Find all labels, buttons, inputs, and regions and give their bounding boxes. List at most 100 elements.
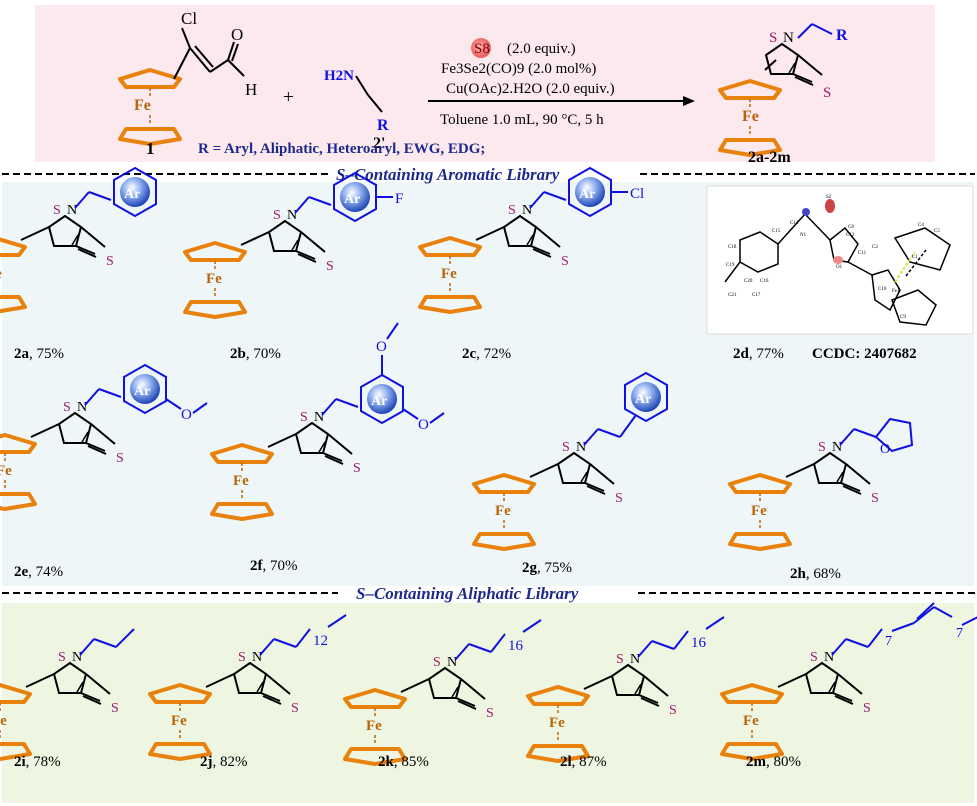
- compound-label: 2d, 77%: [733, 346, 784, 362]
- compound-yield: , 87%: [572, 754, 607, 770]
- ring-sulfur: S: [53, 203, 61, 218]
- compound-yield: , 72%: [476, 346, 511, 362]
- compound-yield: , 70%: [263, 558, 298, 574]
- compound-id: 2e: [14, 564, 29, 580]
- compound-id: 2h: [790, 566, 807, 582]
- compound-id: 2k: [378, 754, 395, 770]
- chain-length: 7: [956, 626, 963, 641]
- ring-sulfur: S: [818, 440, 826, 455]
- iron-atom: Fe: [206, 271, 222, 287]
- r-group-label: R: [377, 117, 389, 134]
- ring-nitrogen: N: [522, 203, 532, 218]
- aryl-label: Ar: [371, 394, 387, 409]
- crystal-atom-label: S2: [826, 195, 832, 200]
- chloro-substituent: Cl: [630, 186, 644, 202]
- crystal-atom-label: Fe1: [892, 289, 900, 294]
- compound-yield: , 78%: [26, 754, 61, 770]
- thione-sulfur: S: [561, 254, 569, 269]
- compound-yield: , 82%: [213, 754, 248, 770]
- iron-atom: Fe: [171, 713, 187, 729]
- thione-sulfur: S: [326, 259, 334, 274]
- compound-2d: 2d, 77% CCDC: 2407682: [733, 346, 917, 362]
- chain-length: 16: [691, 635, 707, 651]
- thione-sulfur: S: [291, 701, 299, 716]
- product-2a-2m: Fe S N S R 2a-2m: [718, 23, 848, 166]
- ring-nitrogen: N: [630, 652, 640, 667]
- ring-sulfur: S: [63, 400, 71, 415]
- chain-length: 7: [885, 634, 892, 649]
- compound-yield: , 77%: [749, 346, 784, 362]
- aldehyde-oxygen: O: [231, 25, 243, 44]
- product-label: 2a-2m: [748, 149, 791, 166]
- ring-sulfur: S: [769, 30, 777, 46]
- compound-2i: FeSNS2i, 78%: [0, 628, 135, 770]
- iron-atom: Fe: [366, 718, 382, 734]
- crystal-atom-label: N1: [800, 233, 807, 238]
- compound-yield: , 74%: [28, 564, 63, 580]
- compound-label: 2a, 75%: [14, 346, 64, 362]
- compound-id: 2g: [522, 560, 538, 576]
- thione-sulfur: S: [106, 254, 114, 269]
- crystal-atom-label: C11: [858, 251, 867, 256]
- ring-nitrogen: N: [67, 203, 77, 218]
- aliphatic-section-title: S–Containing Aliphatic Library: [356, 584, 579, 603]
- ring-sulfur: S: [58, 650, 66, 665]
- ring-sulfur: S: [238, 650, 246, 665]
- reaction-scheme-panel: [35, 5, 935, 162]
- compound-2prime-label: 2': [373, 135, 385, 152]
- ring-nitrogen: N: [832, 440, 842, 455]
- iron-atom: Fe: [134, 97, 151, 114]
- aldehyde-hydrogen: H: [245, 80, 257, 99]
- compound-id: 2i: [14, 754, 26, 770]
- compound-label: 2i, 78%: [14, 754, 61, 770]
- crystal-atom-label: C21: [728, 293, 737, 298]
- reaction-conditions: S8 (2.0 equiv.) Fe3Se2(CO)9 (2.0 mol%) C…: [428, 38, 695, 128]
- thione-sulfur: S: [871, 491, 879, 506]
- compound-label: 2l, 87%: [560, 754, 607, 770]
- ring-sulfur: S: [508, 203, 516, 218]
- thione-sulfur: S: [116, 451, 124, 466]
- compound-id: 2b: [230, 346, 246, 362]
- chloro-label: Cl: [181, 9, 197, 28]
- compound-label: 2b, 70%: [230, 346, 281, 362]
- ring-sulfur: S: [273, 208, 281, 223]
- ring-sulfur: S: [616, 652, 624, 667]
- ring-sulfur: S: [562, 440, 570, 455]
- chain-length: 12: [313, 633, 328, 649]
- crystal-atom-label: C9: [900, 315, 906, 320]
- crystal-atom-label: C17: [752, 293, 761, 298]
- ring-nitrogen: N: [314, 410, 324, 425]
- thione-sulfur: S: [486, 706, 494, 721]
- crystal-atom-label: C20: [744, 279, 753, 284]
- methoxy-oxygen: O: [376, 339, 387, 355]
- ccdc-number: CCDC: 2407682: [812, 346, 917, 362]
- ring-sulfur: S: [810, 650, 818, 665]
- compound-label: 2g, 75%: [522, 560, 572, 576]
- iron-atom: Fe: [0, 463, 12, 479]
- ring-nitrogen: N: [77, 400, 87, 415]
- compound-id: 2l: [560, 754, 572, 770]
- thione-sulfur: S: [111, 701, 119, 716]
- reactant-2: H2N R 2': [324, 68, 389, 152]
- furan-oxygen: O: [880, 442, 890, 457]
- crystal-atom-label: C8: [848, 225, 854, 230]
- oxidant-text: Cu(OAc)2.H2O (2.0 equiv.): [446, 81, 615, 97]
- compound-2a: FeSNSAr2a, 75%: [0, 167, 157, 362]
- crystal-atom-label: C2: [872, 245, 878, 250]
- compound-label: 2k, 85%: [378, 754, 429, 770]
- crystal-structure-image: C14N1S2O1C8C2C4C5C18C19C20C15C16C17C21C1…: [706, 185, 974, 335]
- iron-atom: Fe: [0, 266, 2, 282]
